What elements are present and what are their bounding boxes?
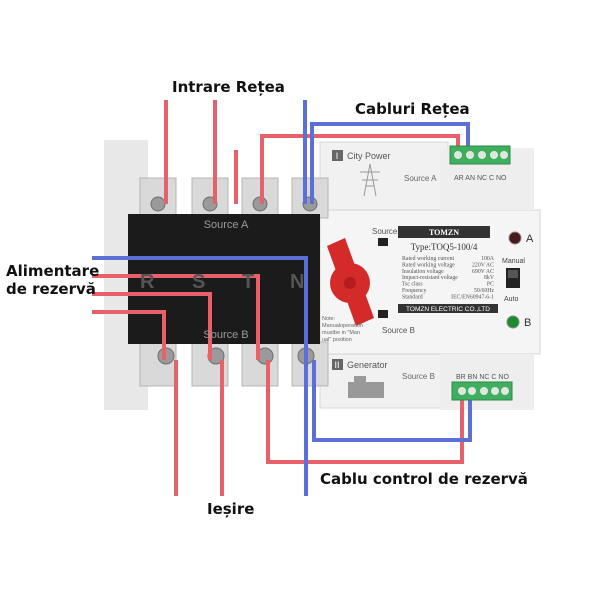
spec-name: Insulation voltage	[402, 269, 444, 275]
callout-mains-cables: Cabluri Rețea	[355, 100, 470, 118]
manufacturer-label: TOMZN ELECTRIC CO.,LTD	[406, 306, 490, 313]
terminals-b-label: BR BN NC C NO	[456, 374, 509, 381]
backup-wire-n	[92, 256, 308, 360]
source-a-position-marker	[378, 238, 388, 246]
manual-label: Manual	[502, 258, 525, 265]
spec-value: IEC/EN60947-6-1	[451, 294, 494, 300]
generator-badge	[332, 359, 343, 370]
city-power-badge	[332, 150, 343, 161]
terminal-strip-a	[449, 145, 511, 165]
spec-name: Standard	[402, 294, 423, 300]
backup-control-wire-n	[312, 360, 472, 442]
spec-value: 8kV	[484, 275, 495, 281]
svg-text:Manualoperation: Manualoperation	[322, 323, 363, 329]
lower-source-b-label: Source B	[402, 372, 435, 381]
spec-name: Frequency	[402, 288, 427, 294]
backup-wire-t	[92, 274, 260, 360]
svg-text:mustbe in "Man: mustbe in "Man	[322, 330, 360, 336]
phase-s: S	[192, 271, 205, 293]
switch-source-b-label: Source B	[382, 326, 415, 335]
switch-body	[128, 214, 320, 344]
spec-name: Tsc class	[402, 282, 423, 288]
indicator-b-lamp	[506, 315, 520, 329]
manual-note: Note: Manualoperation mustbe in "Man ual…	[322, 316, 363, 343]
manufacturer-plate	[398, 304, 498, 313]
source-b-position-marker	[378, 310, 388, 318]
spec-table: Rated working current 100A Rated working v…	[402, 256, 495, 300]
indicator-b-label: B	[524, 317, 531, 329]
brand-name: TOMZN	[429, 228, 459, 237]
spec-value: PC	[487, 282, 494, 288]
generator-number: II	[334, 360, 339, 370]
mains-wire-t	[260, 134, 460, 204]
brand-plate	[398, 226, 490, 238]
generator-icon	[348, 376, 384, 398]
wires	[92, 100, 472, 496]
backup-wire-r	[92, 310, 166, 360]
upper-source-a-label: Source A	[404, 174, 437, 183]
phase-letters: R S T N	[140, 271, 304, 293]
callout-backup-supply-line1: Alimentare	[6, 262, 100, 280]
spec-name: Impact-resistant voltage	[402, 275, 458, 281]
spec-value: 690V AC	[472, 269, 494, 275]
switch-source-a-label: Source A	[372, 227, 405, 236]
pylon-icon	[360, 163, 380, 197]
spec-name: Rated working current	[402, 256, 455, 262]
indicator-a-lamp	[508, 231, 522, 245]
spec-name: Rated working voltage	[402, 262, 455, 268]
terminal-strip-b	[451, 381, 513, 401]
mode-switch-knob[interactable]	[508, 270, 518, 278]
spec-value: 50/60Hz	[474, 288, 494, 294]
callout-output: Ieșire	[207, 500, 255, 518]
callout-backup-control-cable: Cablu control de rezervă	[320, 470, 528, 488]
mains-cable-n	[310, 122, 470, 204]
type-label: Type:TOQ5-100/4	[411, 242, 478, 252]
generator-label: Generator	[347, 360, 388, 370]
terminals-a-label: AR AN NC C NO	[454, 175, 507, 182]
callout-mains-input: Intrare Rețea	[172, 78, 285, 96]
city-power-number: I	[336, 151, 339, 161]
backup-wire-s	[92, 292, 212, 360]
svg-text:ual" position: ual" position	[322, 337, 352, 343]
phase-t: T	[242, 271, 254, 293]
body-source-b-label: Source B	[203, 329, 248, 341]
selector-handle[interactable]	[327, 238, 374, 326]
city-power-label: City Power	[347, 151, 391, 161]
spec-value: 220V AC	[472, 262, 494, 268]
phase-n: N	[290, 271, 304, 293]
callout-backup-supply-line2: de rezervă	[6, 280, 96, 298]
indicator-a-label: A	[526, 233, 534, 245]
phase-r: R	[140, 271, 155, 293]
svg-text:Note:: Note:	[322, 316, 336, 322]
auto-label: Auto	[504, 296, 519, 303]
spec-value: 100A	[481, 256, 495, 262]
body-source-a-label: Source A	[204, 219, 249, 231]
bottom-screws	[157, 347, 315, 365]
top-screws	[150, 196, 318, 212]
backup-control-wire-r	[266, 360, 464, 464]
